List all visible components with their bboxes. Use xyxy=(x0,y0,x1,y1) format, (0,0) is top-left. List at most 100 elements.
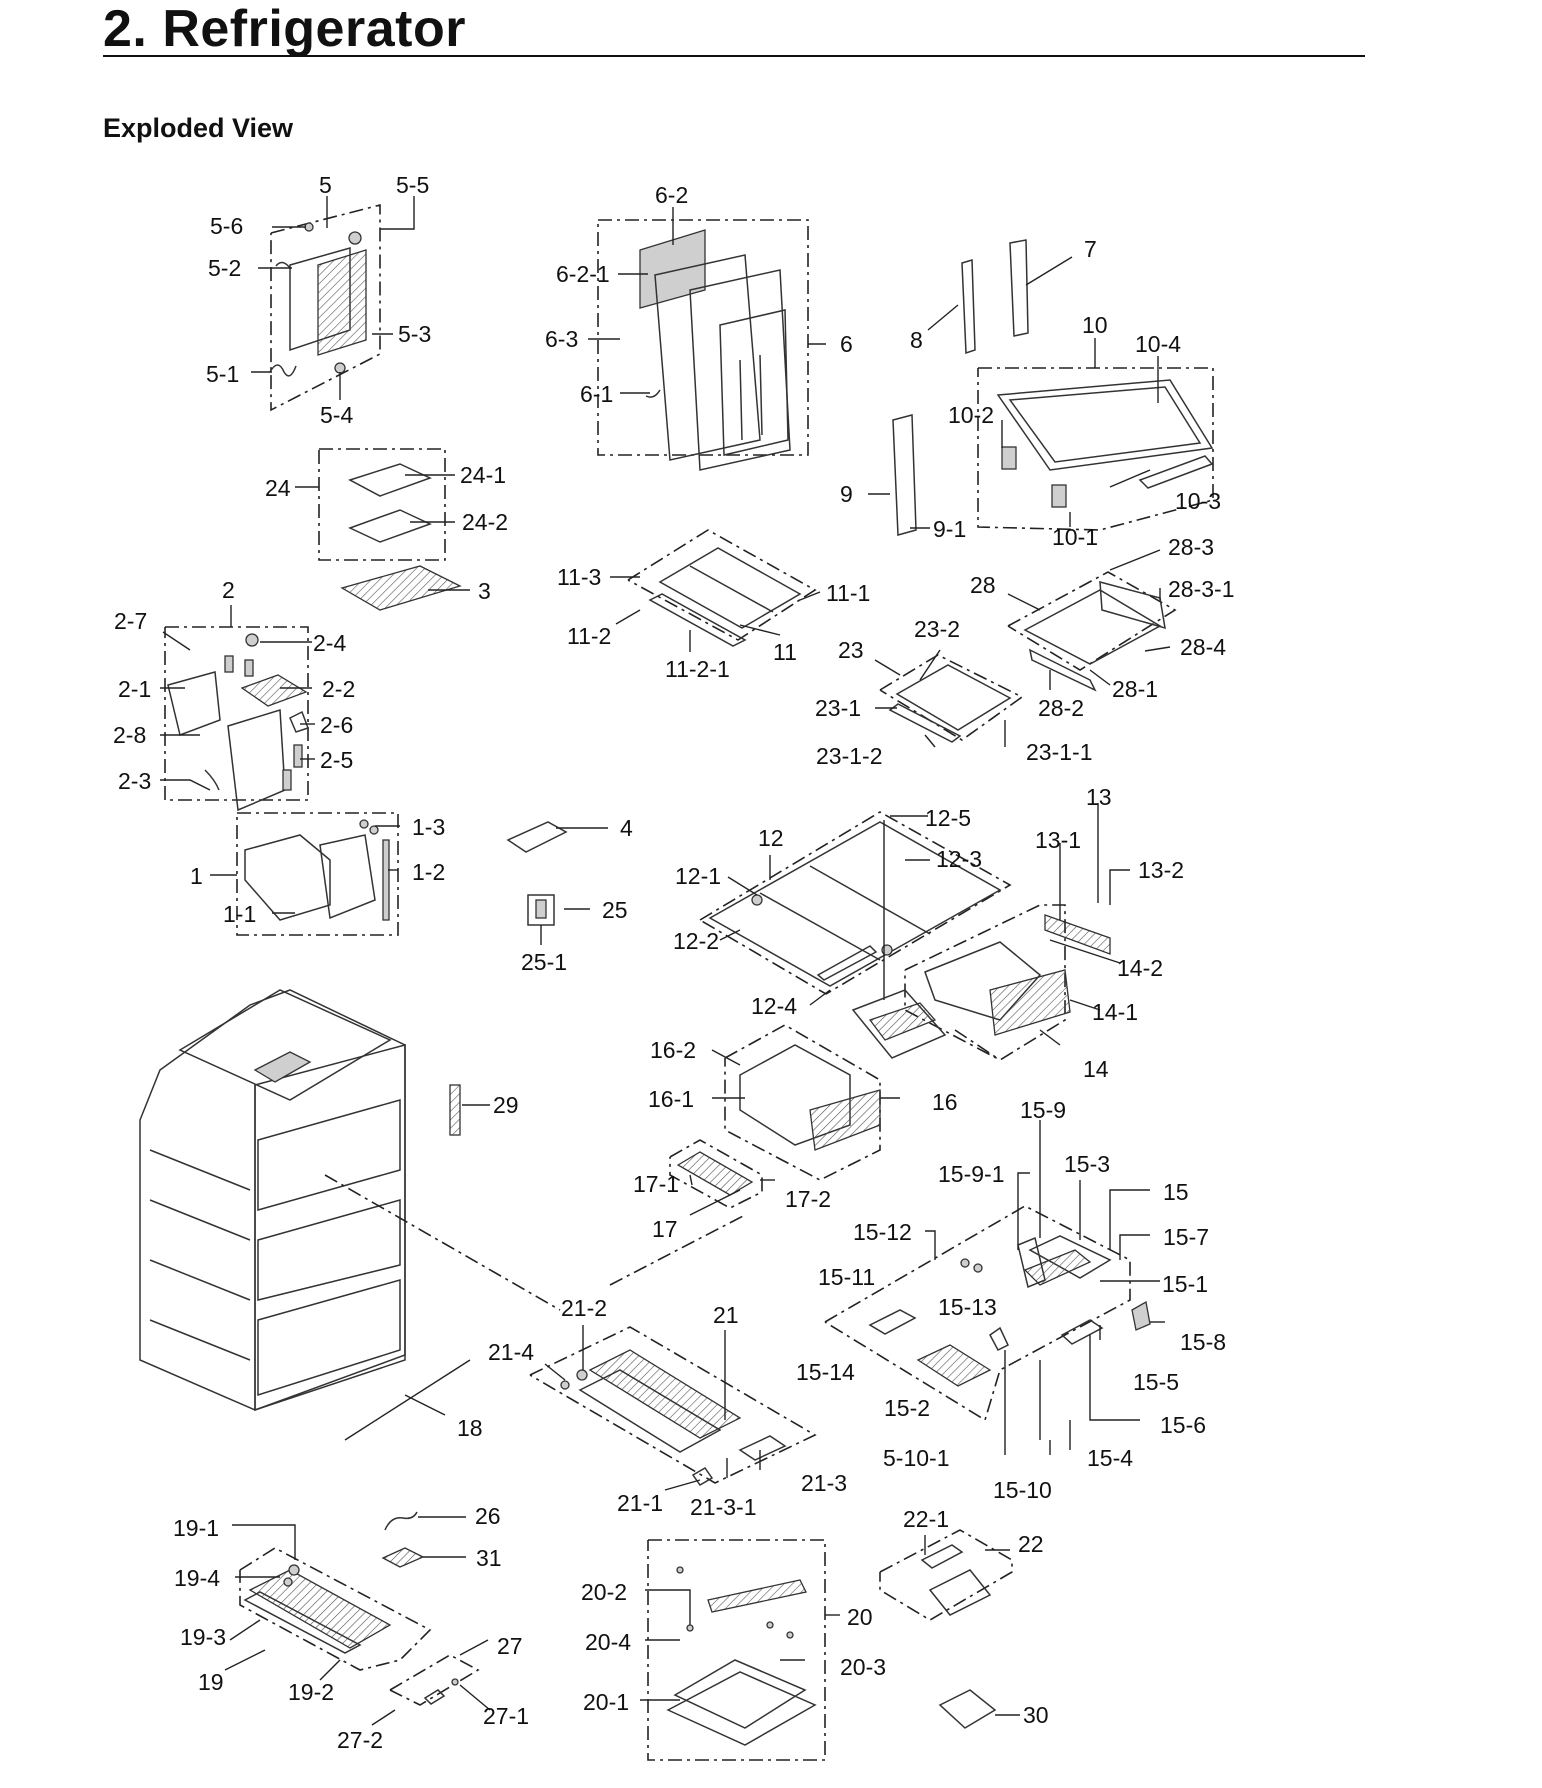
label-20-4: 20-4 xyxy=(585,1629,631,1655)
label-28-3-1: 28-3-1 xyxy=(1168,576,1234,602)
label-23-1-1: 23-1-1 xyxy=(1026,739,1092,765)
label-17-2: 17-2 xyxy=(785,1186,831,1212)
label-17-1: 17-1 xyxy=(633,1171,679,1197)
label-22-1: 22-1 xyxy=(903,1506,949,1532)
label-11: 11 xyxy=(773,639,797,665)
label-28-3: 28-3 xyxy=(1168,534,1214,560)
label-21-4: 21-4 xyxy=(488,1339,534,1365)
label-15-3: 15-3 xyxy=(1064,1151,1110,1177)
part-group-22-30 xyxy=(879,1529,1020,1729)
leaders-23 xyxy=(874,649,1006,748)
label-2-7: 2-7 xyxy=(114,608,147,634)
label-5-1: 5-1 xyxy=(206,361,239,387)
label-16: 16 xyxy=(932,1089,958,1115)
part-group-6 xyxy=(597,219,809,471)
leaders-2 xyxy=(160,605,315,791)
label-27-1: 27-1 xyxy=(483,1703,529,1729)
label-12-4: 12-4 xyxy=(751,993,797,1019)
label-15-14: 15-14 xyxy=(796,1359,855,1385)
leaders-5 xyxy=(251,196,415,400)
refrigerator-cabinet xyxy=(139,989,746,1441)
label-14-1: 14-1 xyxy=(1092,999,1138,1025)
leaders-28 xyxy=(1007,549,1171,690)
label-24-2: 24-2 xyxy=(462,509,508,535)
label-28: 28 xyxy=(970,572,996,598)
leaders-20 xyxy=(640,1589,840,1701)
leaders-21 xyxy=(544,1325,761,1491)
label-10-4: 10-4 xyxy=(1135,331,1181,357)
label-28-2: 28-2 xyxy=(1038,695,1084,721)
label-21-2: 21-2 xyxy=(561,1295,607,1321)
label-5-6: 5-6 xyxy=(210,213,243,239)
part-group-28 xyxy=(1007,571,1177,692)
part-group-21 xyxy=(529,1326,817,1486)
leaders-11 xyxy=(610,576,821,652)
label-10-2: 10-2 xyxy=(948,402,994,428)
label-11-1: 11-1 xyxy=(826,580,870,606)
part-group-1 xyxy=(236,812,399,936)
section-title: Exploded View xyxy=(103,113,294,143)
label-15-5: 15-5 xyxy=(1133,1369,1179,1395)
label-1-3: 1-3 xyxy=(412,814,445,840)
label-18: 18 xyxy=(457,1415,483,1441)
label-6: 6 xyxy=(840,331,853,357)
label-5-10-1: 5-10-1 xyxy=(883,1445,949,1471)
label-11-3: 11-3 xyxy=(557,564,601,590)
leaders-7-8-9-10 xyxy=(868,256,1159,529)
leaders-13-14 xyxy=(1039,803,1130,1046)
label-11-2-1: 11-2-1 xyxy=(665,656,730,682)
label-12-2: 12-2 xyxy=(673,928,719,954)
label-2: 2 xyxy=(222,577,235,603)
label-5-2: 5-2 xyxy=(208,255,241,281)
part-group-13-14 xyxy=(904,904,1111,1061)
label-2-8: 2-8 xyxy=(113,722,146,748)
part-15-9-bracket xyxy=(851,989,1001,1061)
part-29 xyxy=(449,1084,490,1136)
label-2-4: 2-4 xyxy=(313,630,346,656)
label-5-5: 5-5 xyxy=(396,172,429,198)
label-23-2: 23-2 xyxy=(914,616,960,642)
label-15-13: 15-13 xyxy=(938,1294,997,1320)
part-group-2 xyxy=(164,626,309,812)
label-14-2: 14-2 xyxy=(1117,955,1163,981)
label-19-3: 19-3 xyxy=(180,1624,226,1650)
part-group-4-25 xyxy=(506,821,608,945)
leaders-1 xyxy=(210,825,400,914)
label-12-3: 12-3 xyxy=(936,846,982,872)
label-21: 21 xyxy=(713,1302,739,1328)
label-10-3: 10-3 xyxy=(1175,488,1221,514)
label-30: 30 xyxy=(1023,1702,1049,1728)
label-21-3-1: 21-3-1 xyxy=(690,1494,756,1520)
label-9-1: 9-1 xyxy=(933,516,966,542)
label-29: 29 xyxy=(493,1092,519,1118)
label-13: 13 xyxy=(1086,784,1112,810)
label-20-2: 20-2 xyxy=(581,1579,627,1605)
leaders-16-17 xyxy=(689,1049,900,1216)
label-5: 5 xyxy=(319,172,332,198)
label-5-4: 5-4 xyxy=(320,402,353,428)
label-19: 19 xyxy=(198,1669,224,1695)
part-group-20 xyxy=(647,1539,826,1761)
label-15-4: 15-4 xyxy=(1087,1445,1133,1471)
label-26: 26 xyxy=(475,1503,501,1529)
label-24-1: 24-1 xyxy=(460,462,506,488)
label-25: 25 xyxy=(602,897,628,923)
label-6-3: 6-3 xyxy=(545,326,578,352)
label-17: 17 xyxy=(652,1216,678,1242)
part-group-12 xyxy=(699,811,1012,1000)
label-2-3: 2-3 xyxy=(118,768,151,794)
label-15-10: 15-10 xyxy=(993,1477,1052,1503)
leaders-6 xyxy=(588,207,826,394)
label-16-2: 16-2 xyxy=(650,1037,696,1063)
label-7: 7 xyxy=(1084,236,1097,262)
label-21-3: 21-3 xyxy=(801,1470,847,1496)
part-group-24 xyxy=(318,448,462,611)
label-20-3: 20-3 xyxy=(840,1654,886,1680)
label-15-7: 15-7 xyxy=(1163,1224,1209,1250)
label-28-1: 28-1 xyxy=(1112,676,1158,702)
label-2-2: 2-2 xyxy=(322,676,355,702)
label-1-2: 1-2 xyxy=(412,859,445,885)
label-15-2: 15-2 xyxy=(884,1395,930,1421)
label-28-4: 28-4 xyxy=(1180,634,1226,660)
